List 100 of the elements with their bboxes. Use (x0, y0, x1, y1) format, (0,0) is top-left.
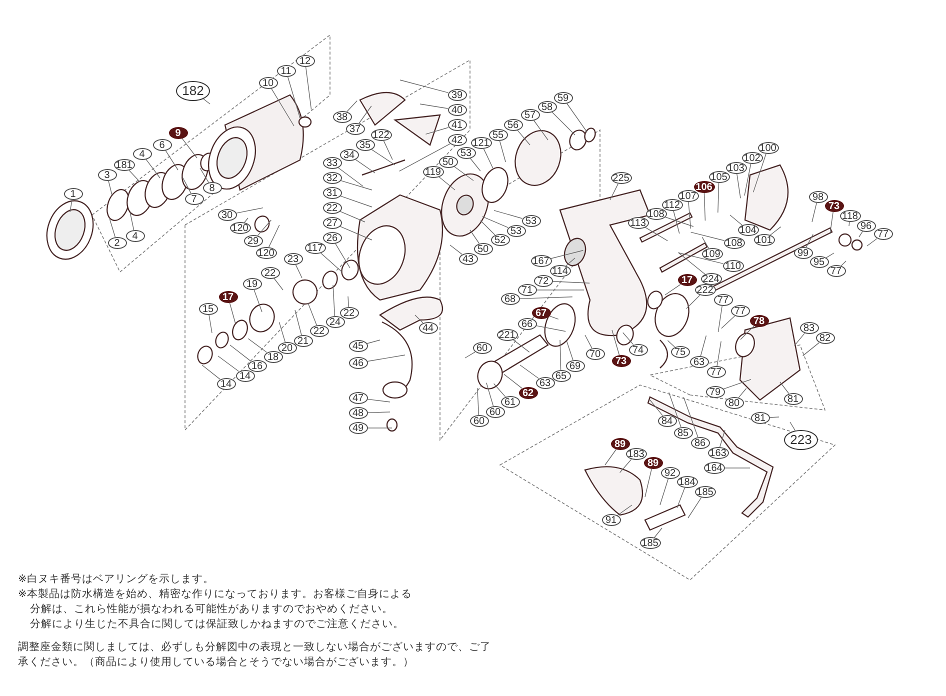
leader-line (566, 103, 588, 132)
leader-line (534, 120, 548, 140)
callout-number: 185 (640, 537, 660, 549)
leader-line (340, 196, 372, 208)
callout-number: 63 (690, 356, 708, 368)
leader-line (454, 166, 474, 181)
callout-number: 27 (322, 217, 342, 229)
callout-number: 82 (816, 332, 834, 344)
leader-line (450, 244, 462, 255)
leader-line (274, 278, 284, 290)
callout-number: 84 (658, 415, 676, 427)
leader-line (70, 200, 72, 212)
leader-line (806, 234, 814, 248)
leader-line (519, 296, 573, 300)
callout-number: 6 (152, 139, 172, 151)
leader-line (770, 226, 782, 236)
leader-line (517, 130, 530, 146)
leader-line (305, 66, 312, 110)
leader-line (400, 80, 449, 94)
callout-number: 52 (490, 234, 510, 246)
leader-line (482, 216, 508, 228)
leader-line (420, 104, 448, 109)
callout-number: 89 (644, 457, 662, 469)
callout-number: 70 (586, 348, 604, 360)
leader-line (480, 220, 496, 236)
leader-line (730, 214, 742, 226)
callout-number: 53 (456, 147, 476, 159)
leader-line (550, 250, 584, 259)
callout-number: 99 (794, 247, 812, 259)
callout-number: 37 (346, 123, 364, 135)
callout-number: 114 (550, 265, 570, 277)
callout-number: 221 (496, 329, 518, 341)
note-text: 分解により生じた不具合に関しては保証致しかねますのでご注意ください。 (30, 617, 405, 632)
callout-number: 3 (98, 169, 116, 181)
callout-number: 117 (304, 242, 326, 254)
callout-number: 78 (750, 315, 768, 327)
callout-number: 11 (276, 65, 296, 77)
callout-number: 91 (602, 514, 620, 526)
callout-number: 2 (108, 237, 126, 249)
leader-line (740, 326, 754, 340)
leader-line (604, 449, 616, 466)
leader-line (718, 306, 722, 332)
leader-line (744, 164, 752, 196)
leader-line (367, 412, 390, 414)
leader-line (295, 264, 302, 278)
callout-number: 223 (784, 430, 818, 450)
callout-number: 184 (676, 476, 698, 488)
callout-number: 121 (470, 137, 492, 149)
callout-number: 53 (522, 215, 540, 227)
callout-number: 77 (730, 305, 750, 317)
callout-number: 167 (530, 255, 552, 267)
leader-line (552, 112, 576, 136)
leader-line (425, 127, 449, 135)
leader-line (366, 340, 380, 344)
callout-number: 57 (520, 109, 540, 121)
callout-number: 1 (64, 188, 82, 200)
callout-number: 110 (722, 260, 744, 272)
callout-number: 20 (278, 342, 296, 354)
leader-line (704, 192, 706, 221)
leader-line (619, 459, 632, 473)
leader-line (278, 322, 286, 342)
leader-line (736, 174, 741, 199)
leader-line (383, 140, 393, 160)
callout-number: 7 (184, 193, 204, 205)
leader-line (340, 180, 372, 190)
leader-line (308, 302, 318, 326)
leader-line (769, 416, 780, 418)
callout-number: 35 (356, 139, 374, 151)
leader-line (499, 140, 506, 162)
leader-line (826, 252, 834, 258)
leader-line (208, 314, 212, 334)
callout-number: 42 (448, 134, 466, 146)
leader-line (536, 325, 566, 332)
callout-number: 183 (626, 448, 646, 460)
leader-line (520, 364, 540, 379)
leader-line (780, 382, 790, 394)
callout-number: 38 (332, 111, 352, 123)
leader-line (202, 364, 220, 380)
leader-line (348, 296, 349, 308)
callout-number: 81 (750, 412, 770, 424)
callout-number: 225 (610, 172, 632, 184)
callout-number: 107 (678, 190, 698, 202)
leader-line (690, 232, 725, 241)
callout-number: 164 (704, 462, 724, 474)
leader-line (612, 330, 620, 356)
callout-number: 21 (294, 335, 312, 347)
leader-line (552, 281, 590, 284)
callout-number: 22 (340, 307, 358, 319)
callout-number: 103 (726, 162, 746, 174)
callout-number: 72 (534, 275, 552, 287)
callout-number: 113 (628, 217, 648, 229)
leader-line (719, 430, 726, 448)
callout-number: 120 (230, 222, 250, 234)
callout-number: 59 (554, 92, 572, 104)
callout-number: 26 (322, 232, 342, 244)
leader-line (616, 504, 632, 516)
leader-line (229, 302, 236, 324)
leader-line (464, 352, 476, 358)
callout-number: 68 (500, 293, 520, 305)
leader-line (866, 238, 878, 246)
